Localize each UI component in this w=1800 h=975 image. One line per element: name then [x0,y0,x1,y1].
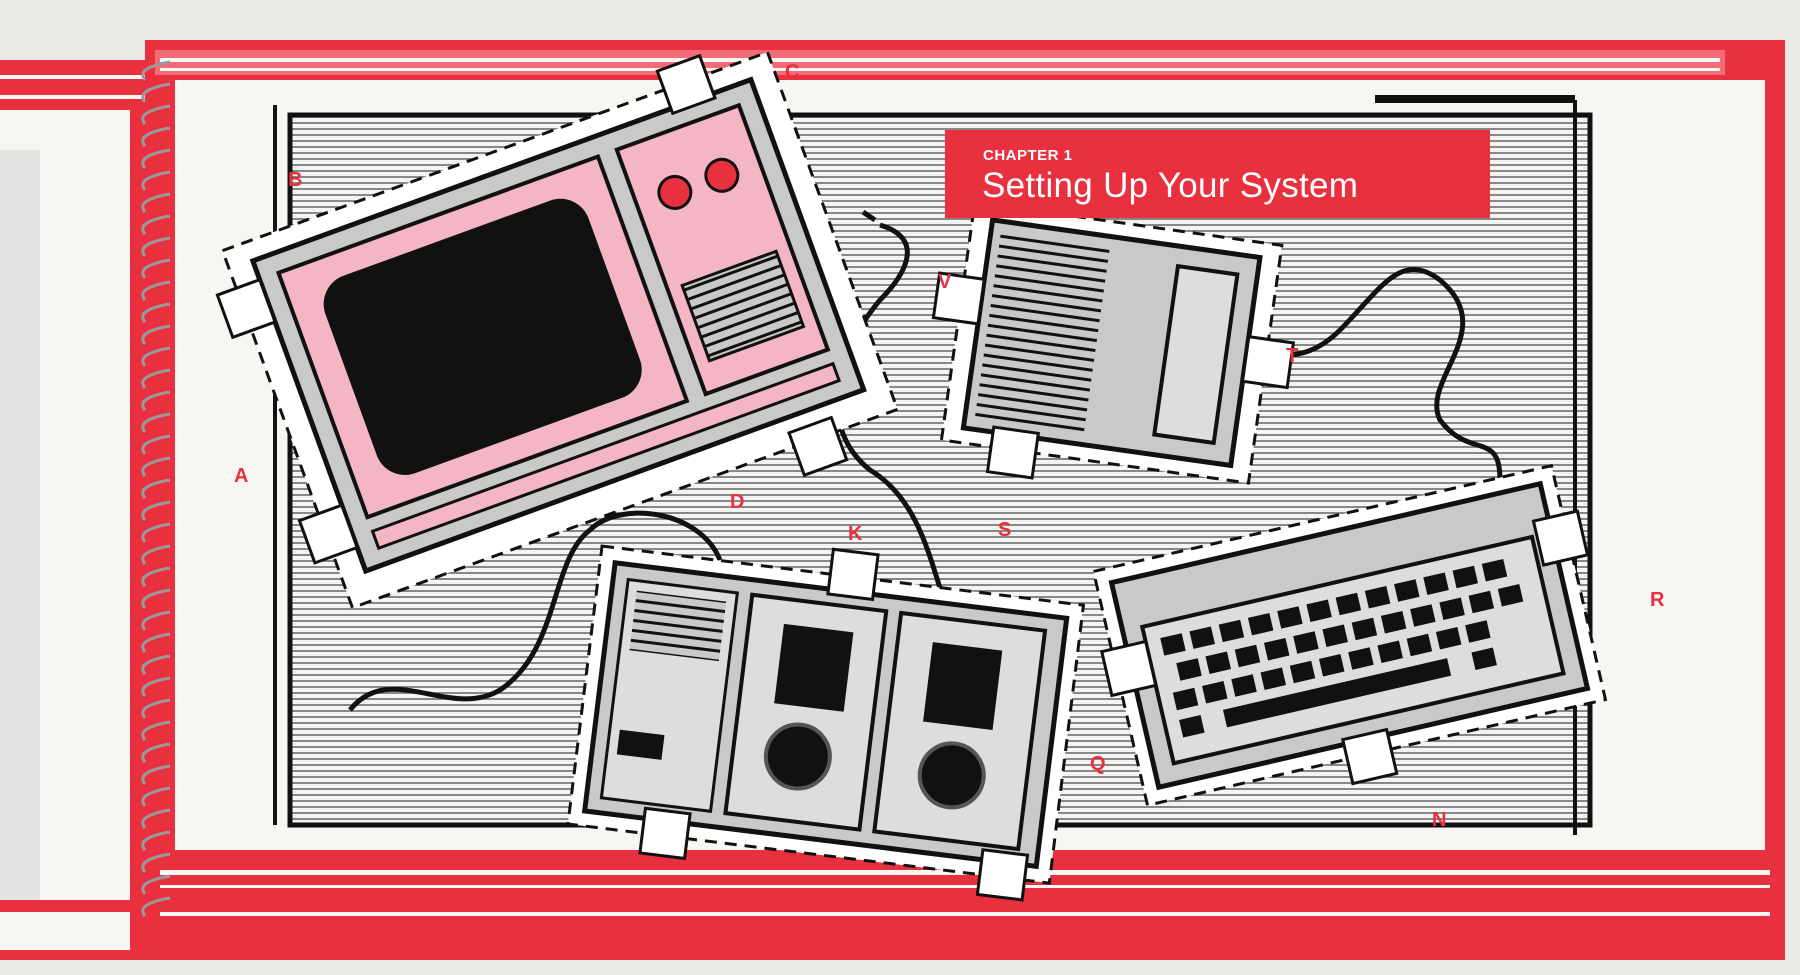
chapter-number: CHAPTER 1 [983,147,1073,164]
chapter-title: Setting Up Your System [982,166,1359,205]
tab-letter-s: S [998,519,1011,541]
tab-letter-r: R [1650,589,1665,611]
console-cutout [931,200,1296,485]
tab-letter-b: B [288,169,302,191]
tab-letters: B C A D V T S K R Q N [234,61,1665,831]
tab-letter-n: N [1432,809,1446,831]
tab-letter-q: Q [1090,753,1106,775]
left-page [0,60,150,960]
tab-letter-a: A [234,465,248,487]
tab-letter-d: D [730,491,744,513]
keyboard-cutout [1091,463,1608,808]
tab-letter-v: V [938,271,952,293]
tab-letter-t: T [1286,345,1298,367]
tv-cutout [215,50,900,610]
tab-letter-k: K [848,523,863,545]
spiral-binding [141,60,171,917]
tab-letter-c: C [785,61,799,83]
chapter-banner: CHAPTER 1 Setting Up Your System [945,130,1490,218]
controller-base-cutout [566,544,1086,902]
